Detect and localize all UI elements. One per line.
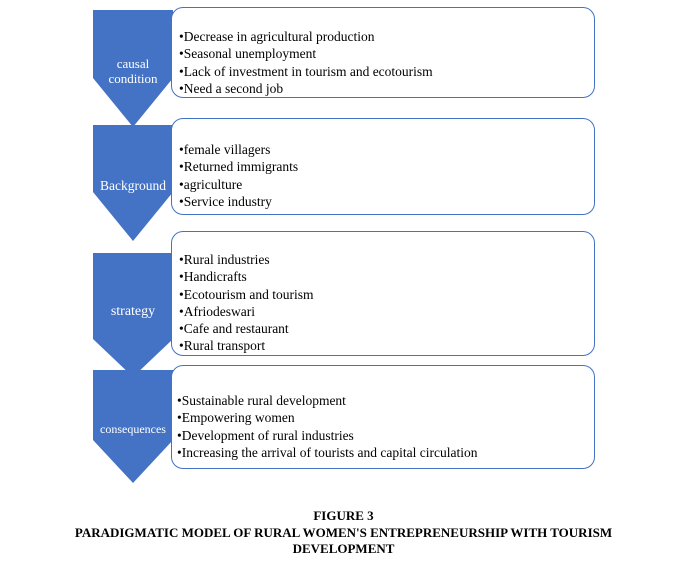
list-item: Increasing the arrival of tourists and c… [177, 444, 594, 461]
stage-box-causal-condition: Decrease in agricultural production Seas… [171, 7, 595, 98]
list-item: Seasonal unemployment [179, 45, 594, 62]
list-item: Returned immigrants [179, 158, 594, 175]
chevron-causal-condition [93, 10, 173, 127]
stage-box-strategy: Rural industries Handicrafts Ecotourism … [171, 231, 595, 356]
chevron-arrows [93, 10, 173, 483]
list-item: Development of rural industries [177, 427, 594, 444]
figure-title-line1: PARADIGMATIC MODEL OF RURAL WOMEN'S ENTR… [74, 525, 613, 540]
list-item: Rural transport [179, 337, 594, 354]
list-item: Service industry [179, 193, 594, 210]
chevron-consequences [93, 370, 173, 483]
list-item: Sustainable rural development [177, 392, 594, 409]
list-item: Lack of investment in tourism and ecotou… [179, 63, 594, 80]
list-item: Afriodeswari [179, 303, 594, 320]
list-item: Empowering women [177, 409, 594, 426]
list-item: female villagers [179, 141, 594, 158]
list-item: Rural industries [179, 251, 594, 268]
list-item: Cafe and restaurant [179, 320, 594, 337]
list-item: agriculture [179, 176, 594, 193]
chevron-background [93, 125, 173, 241]
stage-label-consequences: consequences [100, 422, 166, 436]
stage-box-consequences: Sustainable rural development Empowering… [171, 365, 595, 469]
stage-box-background: female villagers Returned immigrants agr… [171, 118, 595, 215]
figure-number: FIGURE 3 [313, 508, 374, 523]
stage-label-background: Background [100, 178, 166, 193]
list-item: Decrease in agricultural production [179, 28, 594, 45]
stage-label-strategy: strategy [110, 304, 156, 319]
chevron-strategy [93, 253, 173, 377]
list-item: Ecotourism and tourism [179, 286, 594, 303]
list-item: Handicrafts [179, 268, 594, 285]
list-item: Need a second job [179, 80, 594, 97]
figure-title-line2: DEVELOPMENT [292, 541, 395, 556]
